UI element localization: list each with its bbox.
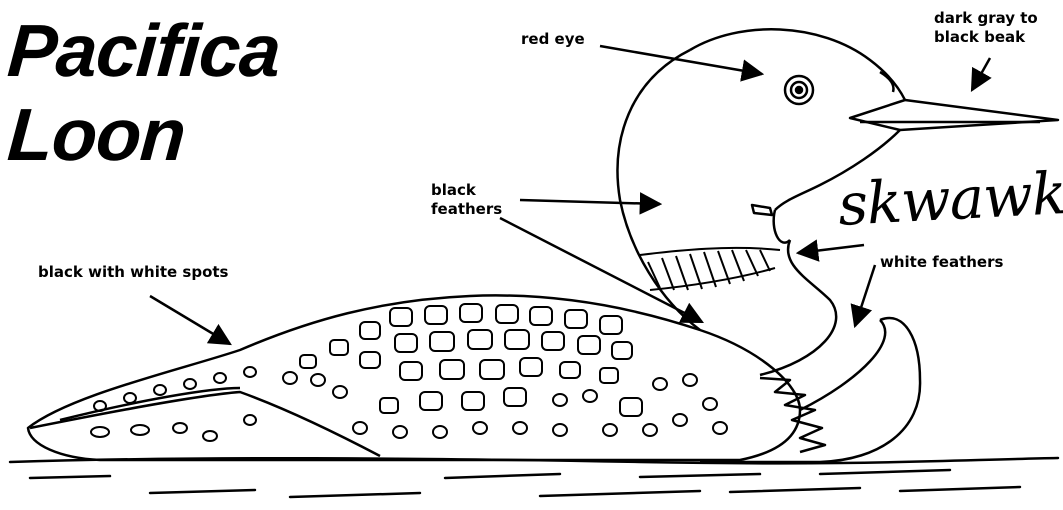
arrow-red-eye	[600, 46, 762, 74]
arrow-beak	[972, 58, 990, 90]
label-beak: dark gray to black beak	[934, 9, 1038, 47]
title-line-2: Loon	[5, 98, 187, 172]
arrow-white-feathers-1	[798, 245, 864, 253]
label-beak-line-2: black beak	[934, 28, 1038, 47]
arrow-black-feathers-1	[520, 200, 660, 204]
sound-word: skwawk	[837, 162, 1063, 236]
arrow-white-feathers-2	[855, 265, 875, 326]
label-white-feathers: white feathers	[880, 253, 1003, 272]
label-spots: black with white spots	[38, 263, 228, 282]
label-beak-line-1: dark gray to	[934, 9, 1038, 28]
label-black-feathers-line-1: black	[431, 181, 502, 200]
neck-stripes	[640, 248, 780, 290]
title-line-1: Pacifica	[5, 14, 282, 88]
water-lines	[10, 458, 1058, 497]
label-black-feathers-line-2: feathers	[431, 200, 502, 219]
arrow-spots	[150, 296, 230, 344]
label-red-eye: red eye	[521, 30, 585, 49]
arrow-black-feathers-2	[500, 218, 702, 322]
body-spots	[91, 304, 727, 441]
label-black-feathers: black feathers	[431, 181, 502, 219]
